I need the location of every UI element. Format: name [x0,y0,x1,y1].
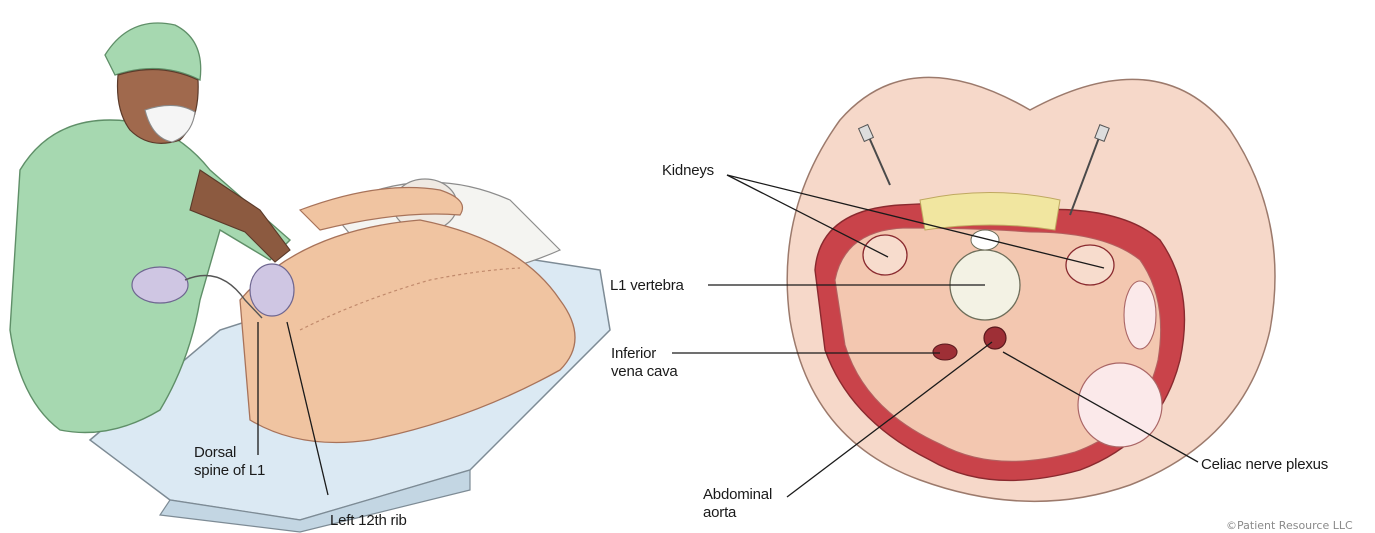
label-ivc-line2: vena cava [611,363,678,380]
gloved-hand-right [250,264,294,316]
copyright-credit: ©Patient Resource LLC [1226,519,1353,532]
label-aorta-line2: aorta [703,504,736,521]
spinal-canal [971,230,999,250]
label-left-12th-rib: Left 12th rib [330,512,407,529]
label-dorsal-spine-line2: spine of L1 [194,462,265,479]
label-aorta-line1: Abdominal [703,486,772,503]
label-l1-vertebra: L1 vertebra [610,277,684,294]
label-ivc-line1: Inferior [611,345,656,362]
patient-positioning-drawing [10,23,610,532]
bowel-loop-upper [1124,281,1156,349]
gloved-hand-left [132,267,188,303]
fat-layer [920,193,1060,231]
abdominal-cross-section [672,77,1275,501]
label-celiac-plexus: Celiac nerve plexus [1201,456,1328,473]
label-dorsal-spine-line1: Dorsal [194,444,236,461]
label-kidneys: Kidneys [662,162,714,179]
inferior-vena-cava [933,344,957,360]
